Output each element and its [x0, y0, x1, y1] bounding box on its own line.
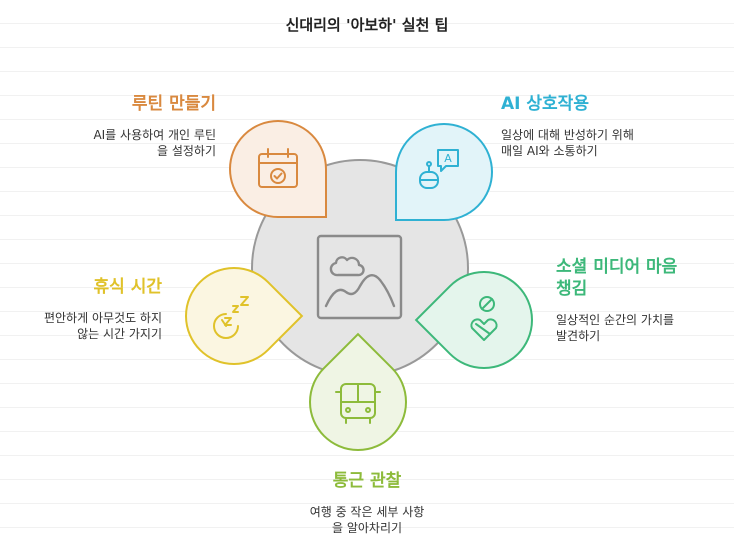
node-ai[interactable]: A — [395, 123, 493, 221]
node-social[interactable] — [414, 252, 552, 388]
desc-social: 일상적인 순간의 가치를 발견하기 — [556, 313, 675, 343]
robot-chat-icon: A — [419, 149, 459, 189]
heading-commute: 통근 관찰 — [332, 471, 402, 491]
heading-rest: 휴식 시간 — [93, 277, 162, 297]
diagram-title: 신대리의 '아보하' 실천 팁 — [285, 16, 449, 34]
svg-text:A: A — [444, 152, 452, 165]
node-routine[interactable] — [229, 120, 327, 218]
heading-routine: 루틴 만들기 — [131, 94, 216, 114]
desc-ai: 일상에 대해 반성하기 위해 매일 AI와 소통하기 — [501, 128, 634, 158]
heading-social: 소셜 미디어 마음 챙김 — [556, 257, 678, 299]
calendar-check-icon — [258, 148, 298, 188]
heading-ai: AI 상호작용 — [501, 94, 589, 114]
desc-commute: 여행 중 작은 세부 사항 을 알아차리기 — [309, 505, 425, 535]
image-placeholder-icon — [316, 234, 403, 320]
node-commute[interactable] — [290, 332, 426, 470]
desc-rest: 편안하게 아무것도 하지 않는 시간 가지기 — [43, 311, 162, 341]
bus-icon — [335, 383, 381, 424]
node-rest[interactable] — [166, 248, 304, 384]
heart-hand-icon — [470, 296, 498, 341]
desc-routine: AI를 사용하여 개인 루틴 을 설정하기 — [93, 128, 216, 158]
sleep-zzz-icon — [213, 296, 249, 339]
